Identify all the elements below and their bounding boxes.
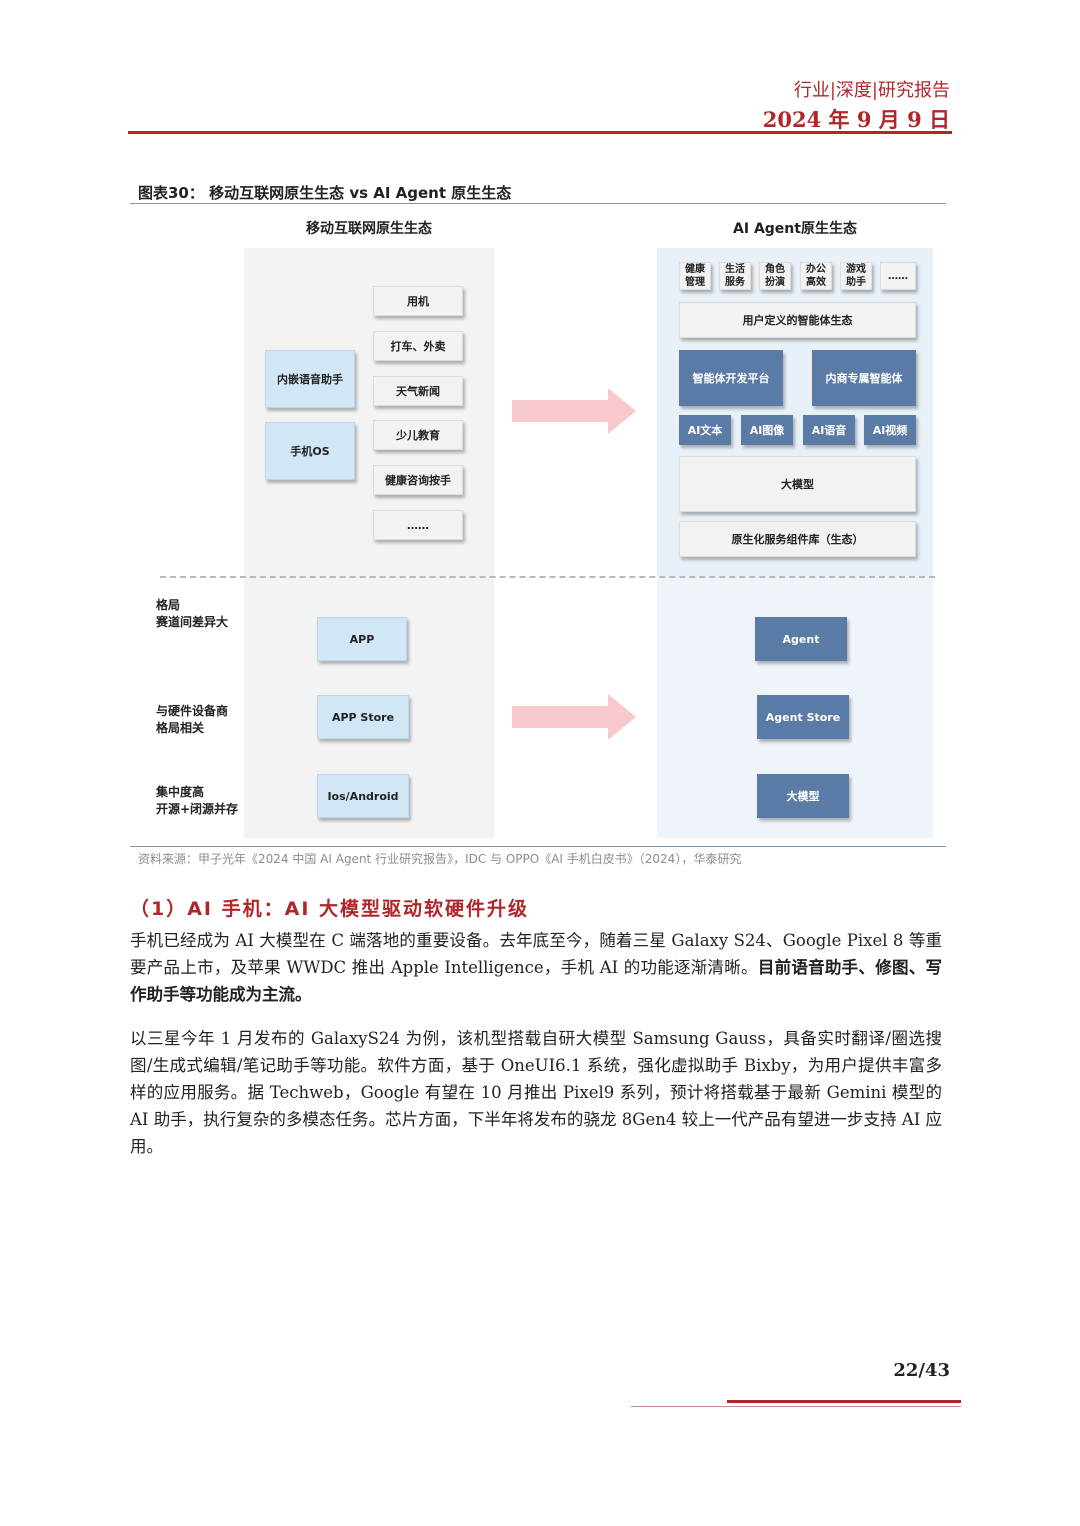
figure-top-rule	[130, 203, 946, 204]
section-title: （1）AI 手机：AI 大模型驱动软硬件升级	[130, 898, 529, 920]
service-box-4: 办公 高效	[800, 262, 832, 290]
agent-dev-platform-box: 智能体开发平台	[679, 350, 783, 406]
embedded-voice-assistant-box: 内嵌语音助手	[265, 350, 355, 408]
paragraph-1-text: 手机已经成为 AI 大模型在 C 端落地的重要设备。去年底至今，随着三星 Gal…	[130, 931, 942, 977]
paragraph-2: 以三星今年 1 月发布的 GalaxyS24 为例，该机型搭载自研大模型 Sam…	[130, 1029, 942, 1156]
right-column-title: AI Agent原生生态	[733, 221, 857, 237]
paragraph-1: 手机已经成为 AI 大模型在 C 端落地的重要设备。去年底至今，随着三星 Gal…	[130, 927, 942, 1008]
ai-voice-box: AI语音	[803, 415, 855, 445]
app-box-3: 天气新闻	[373, 376, 463, 406]
page-number: 22/43	[893, 1360, 950, 1381]
header-divider	[128, 131, 952, 134]
app-store-box: APP Store	[317, 695, 409, 739]
figure-title: 图表30： 移动互联网原生生态 vs AI Agent 原生生态	[138, 184, 512, 202]
figure-source: 资料来源：甲子光年《2024 中国 AI Agent 行业研究报告》，IDC 与…	[138, 852, 742, 866]
service-component-library-box: 原生化服务组件库（生态）	[679, 521, 916, 557]
app-box-1: 用机	[373, 286, 463, 316]
left-column-title: 移动互联网原生生态	[306, 221, 432, 237]
row-label-2: 与硬件设备商 格局相关	[156, 704, 229, 735]
service-box-6: ……	[880, 262, 916, 290]
app-box-2: 打车、外卖	[373, 331, 463, 361]
phone-os-box: 手机OS	[265, 422, 355, 480]
app-box-4: 少儿教育	[373, 420, 463, 450]
ai-video-box: AI视频	[864, 415, 916, 445]
service-box-3: 角色 扮演	[759, 262, 791, 290]
footer-grey-rule	[631, 1406, 961, 1407]
big-model-box: 大模型	[679, 456, 916, 512]
transition-arrow-top-icon	[512, 388, 636, 434]
section-dashed-divider	[160, 576, 935, 578]
transition-arrow-bottom-icon	[512, 694, 636, 740]
service-box-5: 游戏 助手	[840, 262, 872, 290]
agent-box: Agent	[755, 617, 847, 661]
report-date: 2024 年 9 月 9 日	[762, 107, 950, 132]
app-box: APP	[317, 617, 407, 661]
row-label-3: 集中度高 开源+闭源并存	[156, 785, 239, 816]
large-model-box: 大模型	[757, 774, 849, 818]
ai-text-box: AI文本	[679, 415, 731, 445]
app-box-5: 健康咨询按手	[373, 465, 463, 495]
dedicated-agent-box: 内商专属智能体	[812, 350, 916, 406]
service-box-1: 健康 管理	[679, 262, 711, 290]
agent-store-box: Agent Store	[757, 695, 849, 739]
row-label-1: 格局 赛道间差异大	[156, 598, 229, 629]
app-box-6: ……	[373, 510, 463, 540]
footer-red-rule	[727, 1400, 961, 1403]
service-box-2: 生活 服务	[719, 262, 751, 290]
user-defined-agent-ecosystem-box: 用户定义的智能体生态	[679, 302, 916, 338]
ios-android-box: Ios/Android	[317, 774, 409, 818]
paragraph-1-emphasis: 目前语音助手、修图、写作助手等功能成为主流。	[130, 958, 942, 1004]
report-category: 行业|深度|研究报告	[793, 80, 950, 101]
ai-image-box: AI图像	[741, 415, 793, 445]
figure-bottom-rule	[130, 846, 946, 847]
